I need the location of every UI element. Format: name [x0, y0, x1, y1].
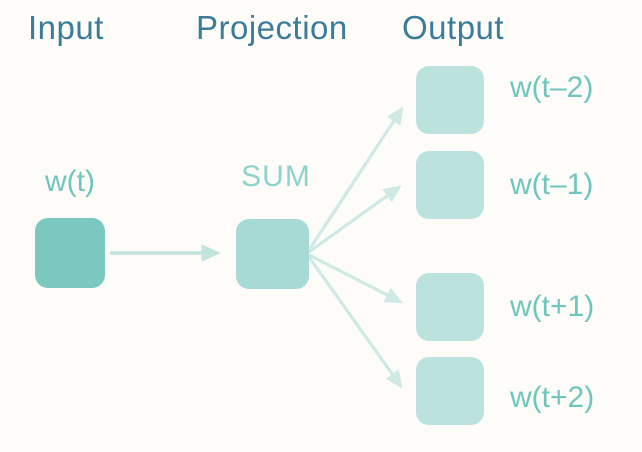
projection-node-label: SUM [241, 160, 311, 193]
projection-to-output2-arrow [308, 185, 402, 254]
output-node-label-t-plus-2: w(t+2) [510, 381, 595, 414]
output-node-t-minus-1 [416, 151, 484, 219]
projection-to-output3-arrow [308, 253, 403, 304]
projection-node [236, 219, 309, 289]
output-node-t-plus-2 [416, 357, 484, 425]
output-node-t-plus-1 [416, 273, 484, 341]
input-node [35, 218, 105, 288]
output-node-label-t-minus-1: w(t–1) [510, 168, 594, 201]
column-header-input: Input [28, 9, 104, 46]
output-node-t-minus-2 [416, 66, 484, 134]
output-node-label-t-minus-2: w(t–2) [510, 71, 594, 104]
input-node-label: w(t) [45, 165, 95, 198]
column-header-output: Output [402, 9, 505, 46]
projection-to-output4-arrow [307, 256, 403, 389]
column-header-projection: Projection [196, 9, 348, 46]
projection-to-output1-arrow [307, 106, 404, 251]
output-node-label-t-plus-1: w(t+1) [510, 290, 595, 323]
